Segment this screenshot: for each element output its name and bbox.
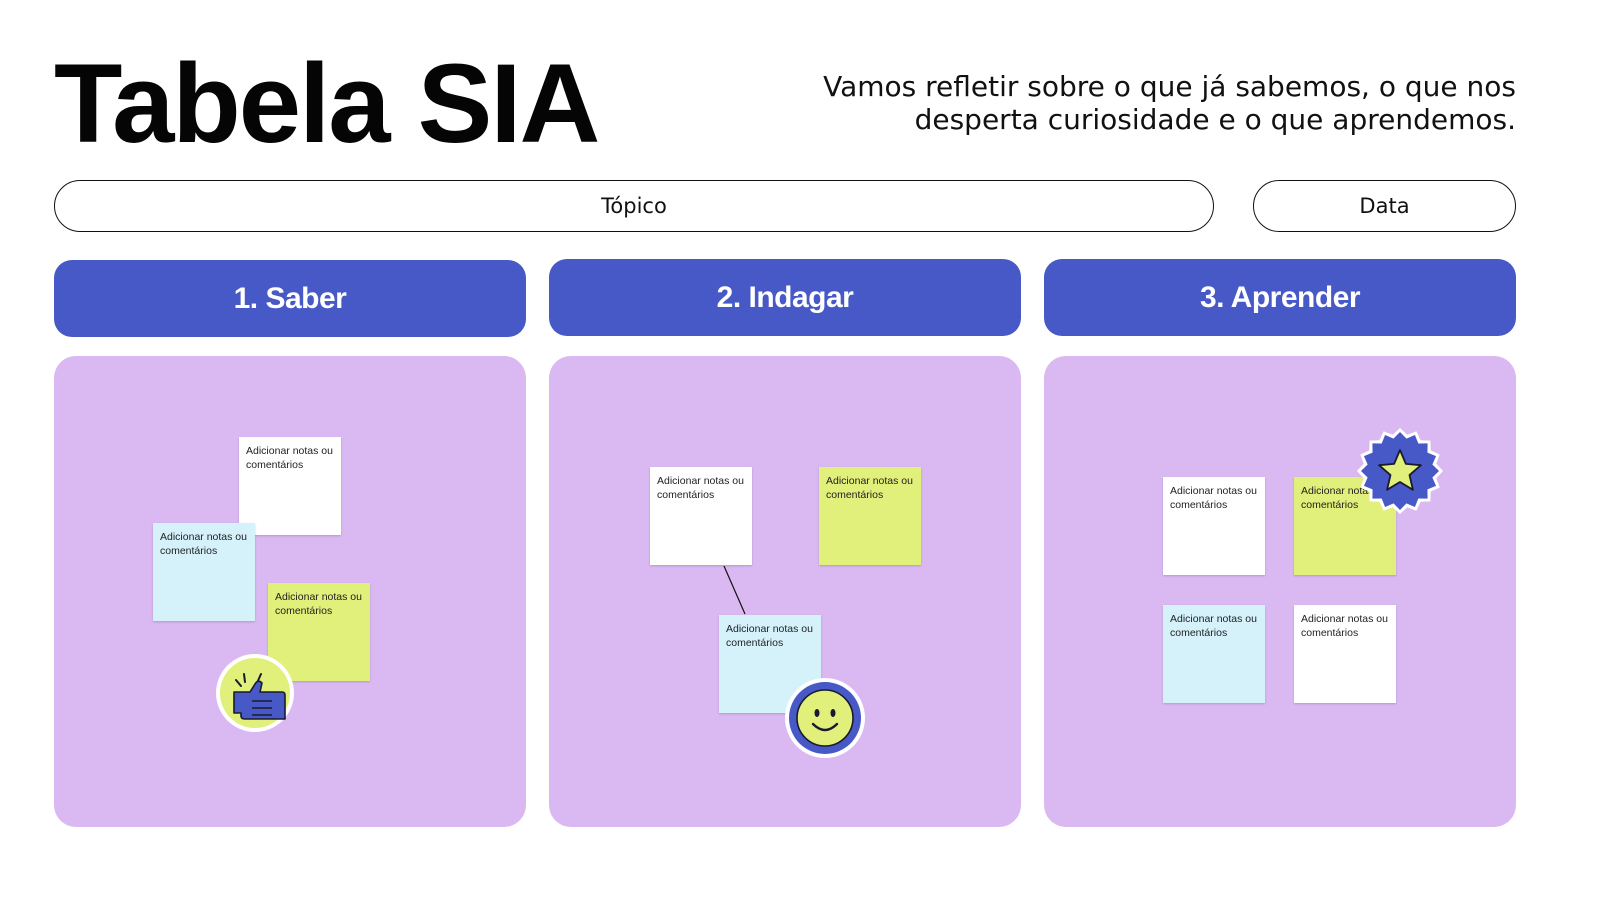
- column-panel-saber[interactable]: Adicionar notas ou comentários Adicionar…: [54, 356, 526, 827]
- date-field[interactable]: Data: [1253, 180, 1516, 232]
- star-badge-icon: [1357, 428, 1443, 514]
- page-title: Tabela SIA: [54, 41, 600, 166]
- sticky-note[interactable]: Adicionar notas ou comentários: [239, 437, 341, 535]
- sticky-note[interactable]: Adicionar notas ou comentários: [268, 583, 370, 681]
- sticky-note[interactable]: Adicionar notas ou comentários: [819, 467, 921, 565]
- column-header-indagar: 2. Indagar: [549, 259, 1021, 336]
- column-header-aprender: 3. Aprender: [1044, 259, 1516, 336]
- column-header-saber: 1. Saber: [54, 260, 526, 337]
- sticky-note[interactable]: Adicionar notas ou comentários: [153, 523, 255, 621]
- sticky-note[interactable]: Adicionar notas ou comentários: [650, 467, 752, 565]
- topic-field-label: Tópico: [601, 194, 667, 218]
- smiley-face-icon: [785, 678, 865, 758]
- page-subtitle: Vamos refletir sobre o que já sabemos, o…: [823, 70, 1516, 136]
- sticky-note[interactable]: Adicionar notas ou comentários: [1294, 477, 1396, 575]
- sticky-note[interactable]: Adicionar notas ou comentários: [1294, 605, 1396, 703]
- topic-field[interactable]: Tópico: [54, 180, 1214, 232]
- thumbs-up-icon: [216, 654, 294, 732]
- sticky-note[interactable]: Adicionar notas ou comentários: [1163, 605, 1265, 703]
- column-panel-aprender[interactable]: Adicionar notas ou comentários Adicionar…: [1044, 356, 1516, 827]
- sticky-note[interactable]: Adicionar notas ou comentários: [1163, 477, 1265, 575]
- connector-line: [723, 565, 746, 615]
- column-panel-indagar[interactable]: Adicionar notas ou comentários Adicionar…: [549, 356, 1021, 827]
- date-field-label: Data: [1359, 194, 1410, 218]
